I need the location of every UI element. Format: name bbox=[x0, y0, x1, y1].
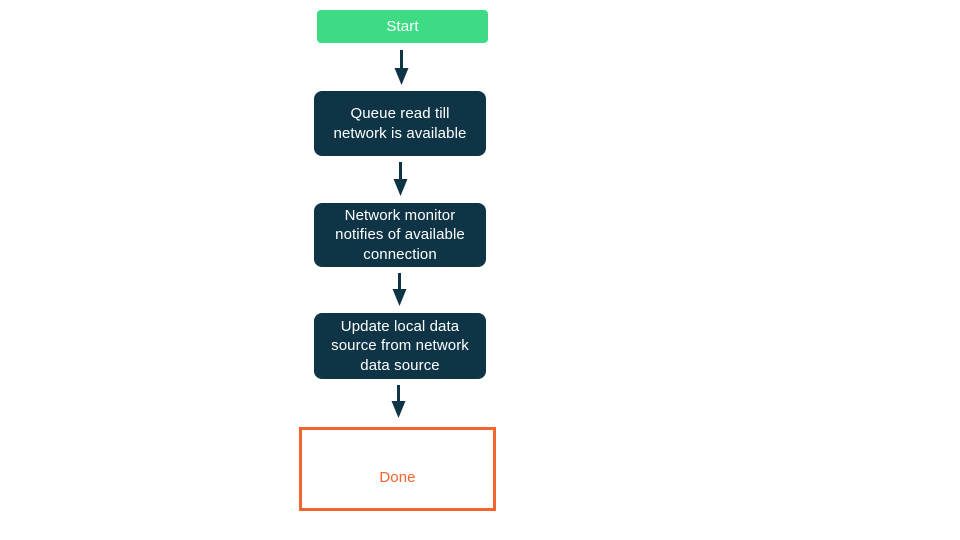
arrow-monitor-to-update bbox=[392, 273, 407, 306]
node-queue-read-label: Queue read till network is available bbox=[333, 105, 467, 142]
node-start[interactable]: Start bbox=[317, 10, 488, 43]
node-done[interactable]: Done bbox=[299, 427, 496, 511]
node-network-monitor-label: Network monitor notifies of available co… bbox=[335, 207, 465, 263]
node-start-label: Start bbox=[386, 17, 419, 35]
node-network-monitor[interactable]: Network monitor notifies of available co… bbox=[314, 203, 486, 267]
node-update-local-data-source[interactable]: Update local data source from network da… bbox=[314, 313, 486, 379]
node-done-label: Done bbox=[379, 469, 416, 487]
node-queue-read[interactable]: Queue read till network is available bbox=[314, 91, 486, 156]
arrow-start-to-queue bbox=[394, 50, 409, 85]
node-update-local-data-source-label: Update local data source from network da… bbox=[331, 318, 469, 374]
arrow-queue-to-monitor bbox=[393, 162, 408, 196]
arrow-update-to-done bbox=[391, 385, 406, 418]
